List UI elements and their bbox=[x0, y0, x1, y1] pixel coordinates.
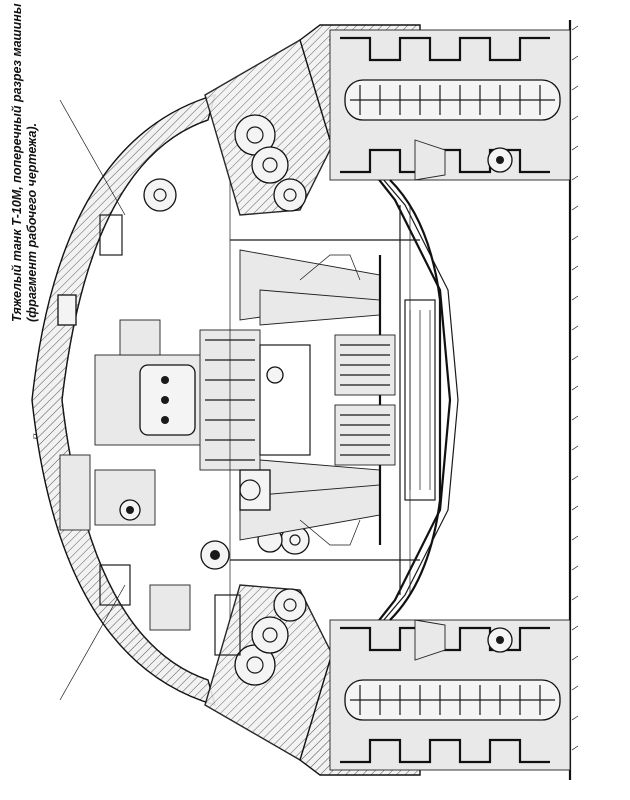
propellant-cases bbox=[239, 249, 382, 545]
sight-and-controls bbox=[57, 214, 241, 656]
track-upper bbox=[329, 29, 571, 181]
lower-mechanisms bbox=[229, 180, 361, 620]
ammo-drums-lower bbox=[234, 525, 310, 686]
hull-structure bbox=[230, 129, 459, 671]
ammo-drums-upper bbox=[143, 114, 307, 212]
track-lower bbox=[329, 619, 571, 771]
engine-block bbox=[334, 179, 442, 621]
ground-line bbox=[568, 20, 579, 780]
